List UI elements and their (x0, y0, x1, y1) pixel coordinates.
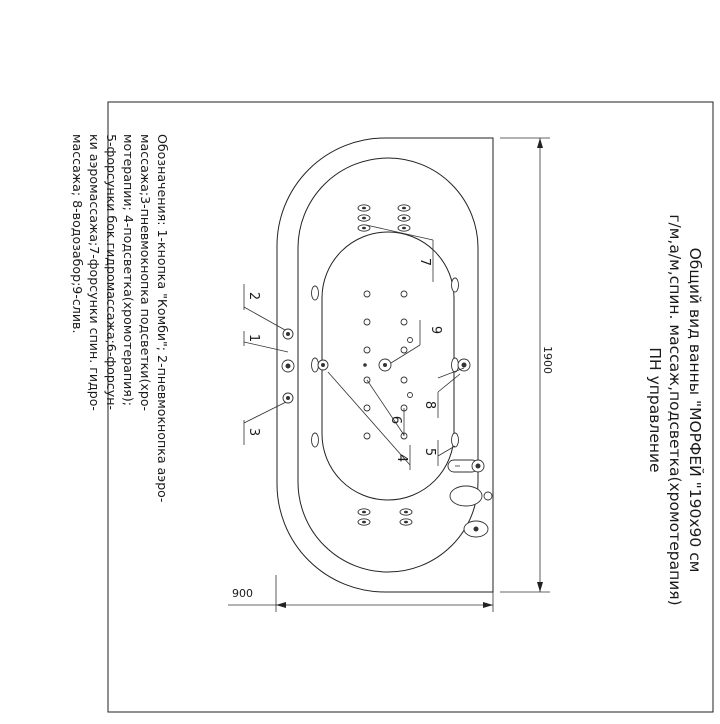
legend-line-1: Обозначения: 1-кнопка "Комби"; 2-пневмок… (155, 134, 170, 502)
title-block: Общий вид ванны "МОРФЕЙ "190х90 см г/м,а… (646, 214, 705, 605)
chromotherapy-lights (317, 358, 471, 372)
callout-6: 6 (366, 379, 405, 436)
width-dimension: 900 (228, 575, 494, 612)
title-line-1: Общий вид ванны "МОРФЕЙ "190х90 см (686, 248, 705, 573)
side-hydromassage-jets (311, 277, 459, 448)
faucet-mixer (447, 459, 493, 538)
callout-8-label: 8 (422, 401, 437, 409)
back-massage-jets (357, 204, 413, 526)
callout-2: 2 (243, 284, 286, 331)
callout-1-label: 1 (246, 334, 261, 342)
legend-line-5: ки аэромассажа;7-форсунки спин. гидро- (87, 134, 102, 411)
callout-5: 5 (422, 440, 456, 466)
callout-2-label: 2 (246, 292, 261, 300)
tub-rim-inner (297, 157, 479, 573)
page-frame (107, 101, 714, 713)
callout-7-label: 7 (417, 258, 432, 266)
drain (363, 358, 392, 372)
callout-1: 1 (243, 331, 289, 353)
callout-4: 4 (327, 371, 411, 470)
callout-9: 9 (390, 320, 443, 364)
legend-block: Обозначения: 1-кнопка "Комби"; 2-пневмок… (70, 134, 170, 502)
callout-7: 7 (365, 224, 434, 282)
length-dimension-label: 1900 (541, 346, 554, 374)
tub-outer-rim (276, 137, 494, 593)
callout-4-label: 4 (394, 454, 409, 462)
legend-line-6: массажа; 8-водозабор;9-слив. (70, 134, 85, 333)
callout-3: 3 (243, 401, 287, 445)
legend-line-4: 5-форсунки бок.гидромассажа;6-форсун- (104, 134, 119, 410)
control-buttons (281, 328, 295, 404)
callout-5-label: 5 (422, 448, 437, 456)
length-dimension: 1900 (500, 137, 554, 593)
title-line-3: ПН управление (646, 347, 664, 472)
callout-6-label: 6 (388, 416, 403, 424)
width-dimension-label: 900 (232, 587, 253, 600)
callout-9-label: 9 (428, 326, 443, 334)
title-line-2: г/м,а/м,спин. массаж,подсветка(хромотера… (666, 214, 684, 605)
callout-8: 8 (422, 367, 465, 418)
callout-3-label: 3 (246, 428, 261, 436)
legend-line-2: массажа;3-пневмокнопка подсветки(хро- (138, 134, 153, 411)
legend-line-3: мотерапии; 4-подсветка(хромотерапия); (121, 134, 136, 406)
